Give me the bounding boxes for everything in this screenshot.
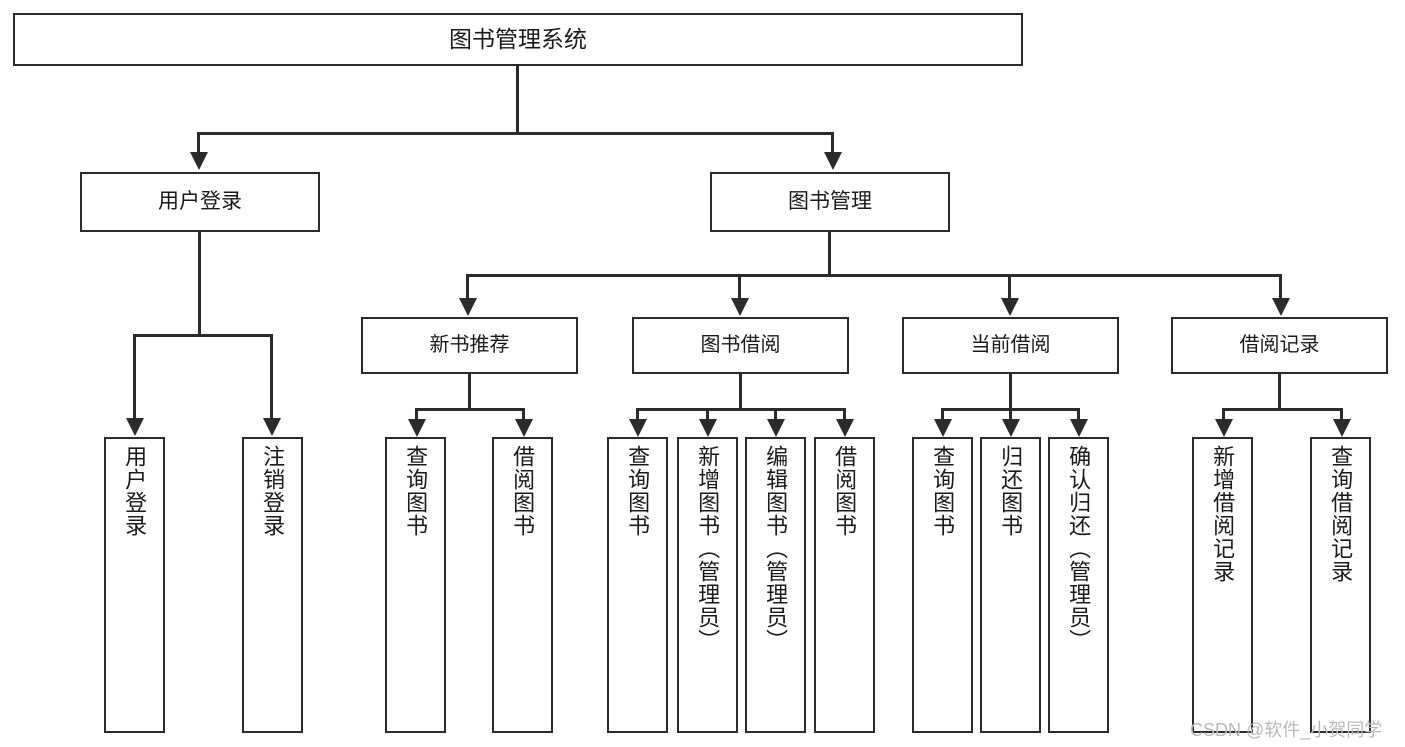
node-label: 查询图书: [930, 445, 956, 537]
node-label: 图书管理: [788, 189, 872, 213]
arrow-root-to-login-icon: [190, 152, 208, 170]
connector-borrowrecord-bar: [1222, 408, 1342, 411]
arrow-bookmgmt-to-l3-3-icon: [1001, 298, 1019, 316]
node-label: 注销登录: [260, 445, 286, 537]
connector-currentborrow-to-leaf3: [1077, 408, 1080, 422]
connector-login-to-leaf2: [270, 334, 273, 420]
leaf-bookborrow-query-book[interactable]: 查询图书: [607, 437, 668, 733]
arrow-bookborrow-to-leaf4-icon: [836, 419, 854, 437]
leaf-borrowrecord-add-record[interactable]: 新增借阅记录: [1192, 437, 1253, 733]
connector-bookborrow-to-leaf1: [636, 408, 639, 422]
node-label: 新增图书（管理员）: [695, 445, 721, 652]
leaf-user-login[interactable]: 用户登录: [104, 437, 165, 733]
connector-bookmgmt-to-l3-4: [1279, 274, 1282, 300]
connector-bookmgmt-to-l3-1: [466, 274, 469, 300]
connector-newbook-stem: [468, 374, 471, 410]
leaf-currentborrow-confirm-return[interactable]: 确认归还（管理员）: [1048, 437, 1109, 733]
leaf-bookborrow-add-book[interactable]: 新增图书（管理员）: [677, 437, 738, 733]
arrow-bookborrow-to-leaf3-icon: [767, 419, 785, 437]
arrow-bookmgmt-to-l3-1-icon: [459, 298, 477, 316]
connector-bookborrow-to-leaf4: [843, 408, 846, 422]
connector-newbook-to-leaf1: [415, 408, 418, 422]
connector-login-bar: [133, 334, 270, 337]
connector-currentborrow-to-leaf1: [941, 408, 944, 422]
node-label: 图书管理系统: [449, 26, 587, 53]
arrow-login-to-leaf1-icon: [126, 418, 144, 436]
arrow-newbook-to-leaf1-icon: [408, 419, 426, 437]
connector-bookmgmt-stem: [828, 232, 831, 276]
node-user-login[interactable]: 用户登录: [80, 172, 320, 232]
connector-newbook-bar: [415, 408, 525, 411]
node-label: 用户登录: [122, 445, 148, 537]
node-label: 借阅记录: [1239, 334, 1320, 356]
connector-newbook-to-leaf2: [522, 408, 525, 422]
arrow-bookborrow-to-leaf2-icon: [699, 419, 717, 437]
connector-bookborrow-to-leaf2: [706, 408, 709, 422]
connector-bookmgmt-to-l3-2: [738, 274, 741, 300]
connector-login-to-leaf1: [133, 334, 136, 420]
connector-currentborrow-stem: [1009, 374, 1012, 410]
leaf-borrowrecord-query-record[interactable]: 查询借阅记录: [1310, 437, 1371, 733]
arrow-currentborrow-to-leaf3-icon: [1070, 419, 1088, 437]
connector-borrowrecord-to-leaf1: [1222, 408, 1225, 422]
node-label: 当前借阅: [970, 334, 1051, 356]
connector-root-bar: [197, 132, 834, 135]
arrow-newbook-to-leaf2-icon: [515, 419, 533, 437]
arrow-borrowrecord-to-leaf2-icon: [1333, 419, 1351, 437]
leaf-logout[interactable]: 注销登录: [242, 437, 303, 733]
node-root-system[interactable]: 图书管理系统: [13, 13, 1023, 66]
leaf-newbook-borrow-book[interactable]: 借阅图书: [492, 437, 553, 733]
node-current-borrow[interactable]: 当前借阅: [902, 317, 1119, 374]
leaf-newbook-query-book[interactable]: 查询图书: [385, 437, 446, 733]
node-label: 图书借阅: [700, 334, 781, 356]
connector-bookmgmt-to-l3-3: [1008, 274, 1011, 300]
node-label: 查询图书: [625, 445, 651, 537]
connector-bookborrow-bar: [636, 408, 845, 411]
node-label: 新书推荐: [429, 334, 510, 356]
node-book-management[interactable]: 图书管理: [710, 172, 950, 232]
arrow-bookmgmt-to-l3-2-icon: [731, 298, 749, 316]
node-label: 确认归还（管理员）: [1066, 445, 1092, 652]
arrow-borrowrecord-to-leaf1-icon: [1215, 419, 1233, 437]
connector-bookborrow-to-leaf3: [774, 408, 777, 422]
connector-borrowrecord-stem: [1278, 374, 1281, 410]
leaf-currentborrow-return-book[interactable]: 归还图书: [980, 437, 1041, 733]
node-label: 编辑图书（管理员）: [763, 445, 789, 652]
connector-root-stem: [516, 66, 519, 134]
node-label: 新增借阅记录: [1210, 445, 1236, 583]
node-label: 查询借阅记录: [1328, 445, 1354, 583]
connector-root-to-login: [197, 132, 200, 154]
arrow-bookmgmt-to-l3-4-icon: [1272, 298, 1290, 316]
node-new-book-recommend[interactable]: 新书推荐: [361, 317, 578, 374]
arrow-currentborrow-to-leaf1-icon: [934, 419, 952, 437]
leaf-currentborrow-query-book[interactable]: 查询图书: [912, 437, 973, 733]
connector-currentborrow-to-leaf2: [1009, 408, 1012, 422]
arrow-root-to-bookmgmt-icon: [824, 152, 842, 170]
leaf-bookborrow-borrow-book[interactable]: 借阅图书: [814, 437, 875, 733]
node-label: 归还图书: [998, 445, 1024, 537]
leaf-bookborrow-edit-book[interactable]: 编辑图书（管理员）: [745, 437, 806, 733]
node-borrow-record[interactable]: 借阅记录: [1171, 317, 1388, 374]
node-label: 借阅图书: [832, 445, 858, 537]
connector-login-stem: [198, 232, 201, 336]
arrow-bookborrow-to-leaf1-icon: [629, 419, 647, 437]
node-book-borrow[interactable]: 图书借阅: [632, 317, 849, 374]
arrow-login-to-leaf2-icon: [263, 418, 281, 436]
connector-bookmgmt-bar: [466, 274, 1282, 277]
connector-borrowrecord-to-leaf2: [1340, 408, 1343, 422]
node-label: 查询图书: [403, 445, 429, 537]
node-label: 借阅图书: [510, 445, 536, 537]
node-label: 用户登录: [158, 189, 242, 213]
connector-root-to-bookmgmt: [831, 132, 834, 154]
arrow-currentborrow-to-leaf2-icon: [1002, 419, 1020, 437]
connector-bookborrow-stem: [739, 374, 742, 410]
